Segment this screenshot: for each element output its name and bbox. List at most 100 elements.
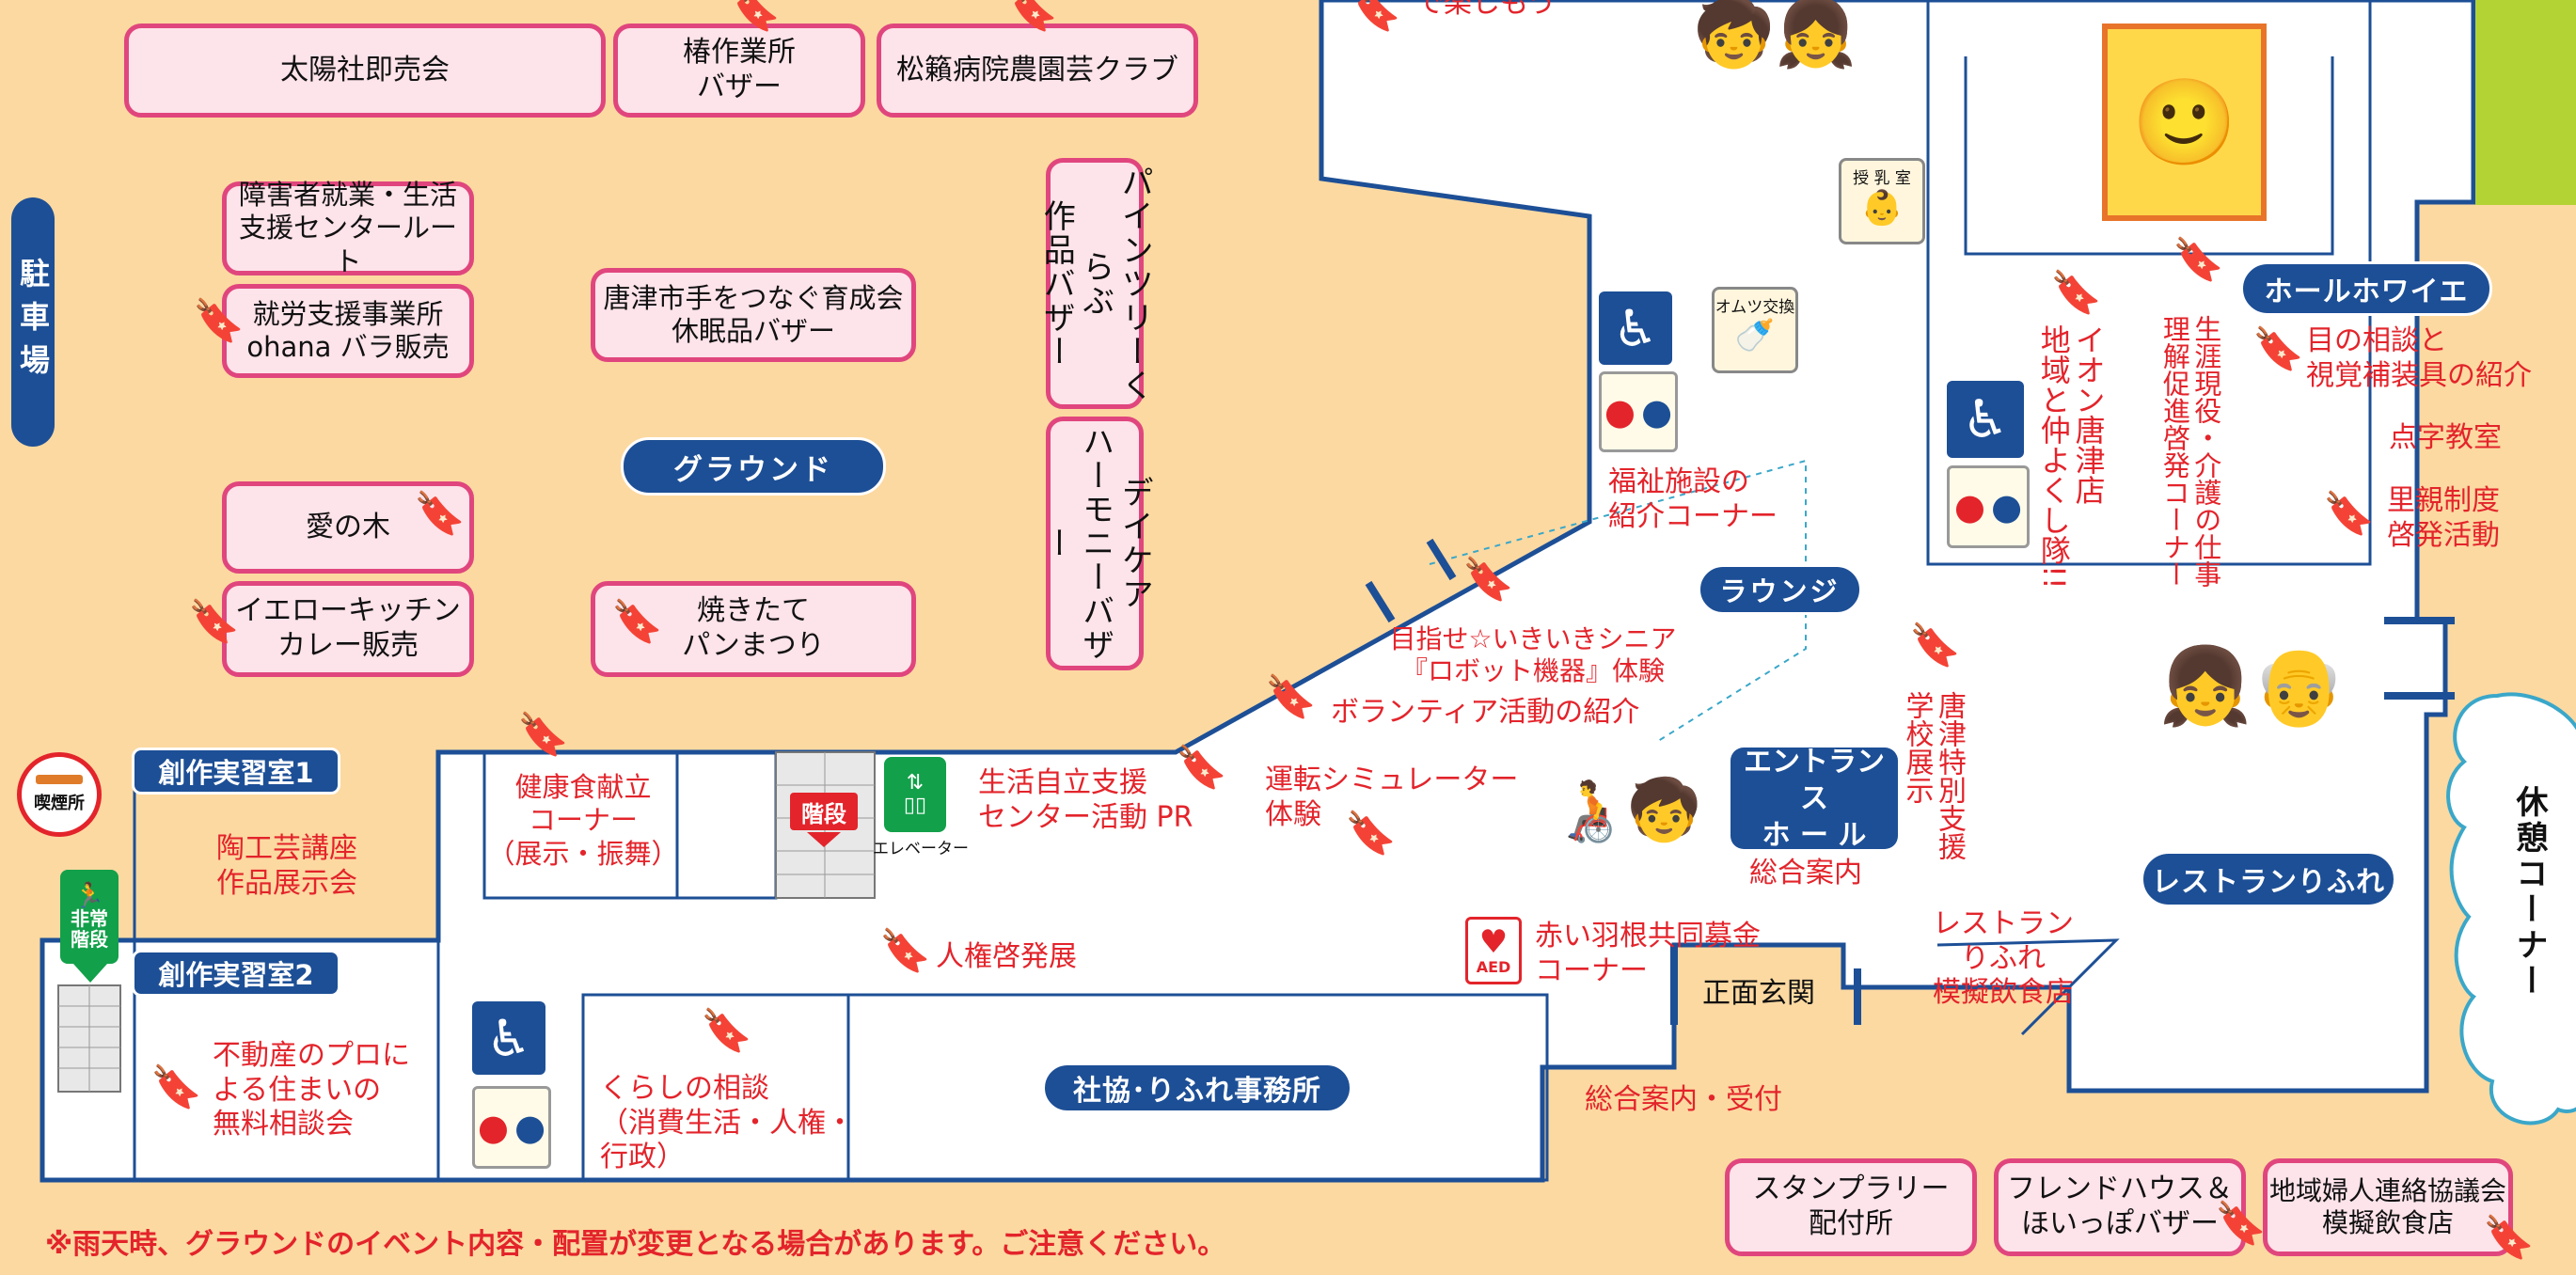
stairs-arrow-icon (807, 832, 841, 847)
event-health-corner: 健康食献立 コーナー （展示・振舞） (487, 771, 679, 870)
lounge-label: ラウンジ (1698, 564, 1862, 615)
stamp-marker-icon: 🔖 (2050, 269, 2102, 317)
baby-icon: 👶 (1860, 189, 1904, 228)
stamp-marker-icon: 🔖 (150, 1063, 202, 1111)
event-pottery: 陶工芸講座 作品展示会 (216, 832, 357, 900)
elevator-icon: ⇅▯▯ (884, 757, 946, 832)
stamp-marker-icon: 🔖 (414, 490, 466, 538)
booth-ainoki: 愛の木 (222, 481, 474, 574)
stamp-marker-icon: 🔖 (1345, 810, 1397, 858)
stamp-marker-icon: 🔖 (2173, 236, 2224, 284)
event-satooya: 里親制度 啓発活動 (2387, 484, 2500, 552)
green-arrow-down-icon (73, 964, 107, 983)
wheelchair-icon: ♿ (472, 1001, 545, 1075)
stamp-marker-icon: 🔖 (1265, 673, 1317, 721)
stamp-marker-icon: 🔖 (1350, 0, 1401, 34)
stamp-marker-icon: 🔖 (611, 598, 663, 646)
event-me-soudan: 目の相談と 視覚補装具の紹介 (2306, 324, 2532, 392)
diaper-change-sign: オムツ交換 🍼 (1712, 287, 1798, 373)
room1-label: 創作実習室1 (132, 748, 340, 795)
stairs-sign: 階段 (790, 793, 858, 830)
heart-icon: ♥ (1478, 922, 1509, 961)
stairs-label: 階段 (801, 800, 846, 827)
nursing-room-label: 授 乳 室 (1853, 169, 1911, 188)
booth-ohana: 就労支援事業所 ohana バラ販売 (222, 284, 474, 378)
parking-label: 駐車場 (15, 257, 51, 387)
event-sogo-annai: 総合案内 (1749, 857, 1862, 889)
emergency-stairs-sign: 🏃 非常 階段 (60, 870, 119, 964)
aed-label: AED (1476, 957, 1511, 976)
event-restaurant-mogi: レストラン りふれ 模擬飲食店 (1933, 907, 2074, 1010)
stamp-marker-icon: 🔖 (2252, 325, 2304, 373)
hall-foyer-label: ホールホワイエ (2240, 261, 2492, 316)
booth-daycare-harmony: デイケア ハーモニーバザー (1037, 417, 1153, 670)
booth-matsumoto: 松籟病院農園芸クラブ (877, 24, 1198, 118)
stamp-marker-icon: 🔖 (1462, 556, 1514, 604)
event-aeon: イオン唐津店 地域と仲よくし隊!! (2035, 324, 2107, 590)
stamp-marker-icon: 🔖 (729, 0, 781, 34)
parking-sign: 駐車場 (11, 197, 55, 447)
restroom-icon: ●● (1947, 465, 2030, 548)
restroom-icon: ●● (1599, 371, 1678, 452)
event-kurashi: くらしの相談 （消費生活・人権・ 行政） (600, 1072, 854, 1174)
restaurant-label: レストランりふれ (2141, 851, 2396, 907)
diaper-icon: 🍼 (1734, 317, 1776, 354)
stamp-marker-icon: 🔖 (701, 1007, 752, 1055)
event-fukushi: 福祉施設の 紹介コーナー (1608, 465, 1778, 533)
event-realestate: 不動産のプロに よる住まいの 無料相談会 (213, 1039, 410, 1141)
emergency-stairs-label: 非常 階段 (71, 907, 108, 951)
stamp-marker-icon: 🔖 (1176, 744, 1227, 792)
footer-note: ※雨天時、グラウンドのイベント内容・配置が変更となる場合があります。ご注意くださ… (45, 1228, 1226, 1261)
wheelchair-icon: ♿ (1947, 381, 2024, 458)
green-accent-strip (2475, 0, 2576, 205)
booth-shogaisha: 障害者就業・生活 支援センタールート (222, 179, 474, 277)
wheelchair-icon: ♿ (1599, 291, 1672, 365)
event-akaihane: 赤い羽根共同募金 コーナー (1535, 920, 1761, 987)
event-driving-simulator: 運転シミュレーター 体験 (1265, 763, 1519, 831)
stage-illustration: 🙂 (2102, 24, 2267, 221)
office-label: 社協･りふれ事務所 (1042, 1062, 1352, 1113)
booth-tsubaki: 椿作業所 バザー (613, 24, 865, 118)
stamp-marker-icon: 🔖 (188, 598, 240, 646)
children-illustration: 🧒👧 (1693, 0, 1857, 71)
booth-chiiki-fujin: 地域婦人連絡協議会 模擬飲食店 (2263, 1158, 2513, 1256)
ground-label: グラウンド (621, 437, 886, 496)
event-jinken: 人権啓発展 (936, 940, 1077, 973)
stamp-marker-icon: 🔖 (193, 297, 245, 345)
booth-pan: 焼きたて パンまつり (591, 581, 916, 677)
stairs-grid (775, 751, 876, 899)
event-karatsu-tokubetsu: 唐津特別支援 学校展示 (1900, 691, 1967, 860)
front-door-label: 正面玄関 (1702, 977, 1815, 1010)
room2-label: 創作実習室2 (132, 950, 340, 997)
wheelchair-children-illustration: 🧑‍🦽🧒 (1552, 776, 1702, 845)
nursing-room-sign: 授 乳 室 👶 (1839, 158, 1925, 244)
stamp-marker-icon: 🔖 (879, 927, 931, 975)
booth-karatsu-ikuseikai: 唐津市手をつなぐ育成会 休眠品バザー (591, 268, 916, 362)
stamp-marker-icon: 🔖 (2483, 1214, 2535, 1262)
event-fun: で楽しもう (1415, 0, 1557, 20)
smoking-label: 喫煙所 (34, 794, 85, 813)
performer-icon: 🙂 (2131, 72, 2237, 172)
booth-friend-house: フレンドハウス＆ ほいっぽバザー (1994, 1158, 2246, 1256)
stamp-marker-icon: 🔖 (517, 711, 569, 759)
cigarette-icon (36, 775, 83, 784)
stamp-marker-icon: 🔖 (2215, 1200, 2267, 1248)
entrance-hall-label: エントランス ホ ー ル (1731, 746, 1898, 852)
rest-corner-cloud (2446, 692, 2576, 1125)
event-tenji: 点字教室 (2389, 421, 2502, 454)
event-volunteer: ボランティア活動の紹介 (1331, 696, 1640, 729)
event-robot: 目指せ☆いきいきシニア 『ロボット機器』体験 (1389, 623, 1677, 687)
event-sogo-uketsuke: 総合案内・受付 (1585, 1083, 1782, 1116)
restroom-icon: ●● (472, 1086, 551, 1169)
event-shogai-geneki: 生涯現役・介護の仕事 理解促進啓発コーナー (2158, 315, 2222, 588)
stamp-marker-icon: 🔖 (1006, 0, 1058, 34)
stamp-marker-icon: 🔖 (1909, 622, 1961, 669)
smoking-area: 喫煙所 (17, 752, 102, 837)
elevator-label: エレベーター (873, 840, 969, 858)
aed-sign: ♥ AED (1465, 917, 1522, 984)
emergency-stairs-grid (57, 984, 121, 1093)
booth-yellow-kitchen: イエローキッチン カレー販売 (222, 581, 474, 677)
booth-taiyosha: 太陽社即売会 (124, 24, 606, 118)
stamp-marker-icon: 🔖 (2323, 490, 2375, 538)
